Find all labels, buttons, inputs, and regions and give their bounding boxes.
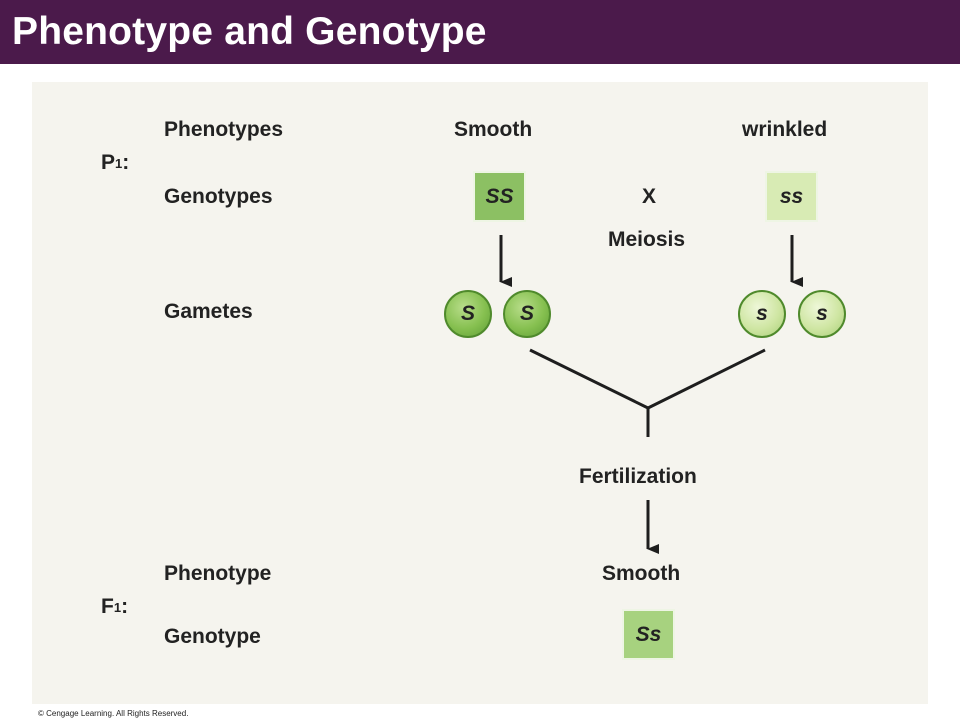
- genotype-ss-recessive-box: ss: [765, 171, 818, 222]
- f1-colon: :: [121, 595, 129, 618]
- fertilization-label: Fertilization: [579, 465, 697, 488]
- gamete-recessive-1: s: [738, 290, 786, 338]
- fertilization-line-right: [647, 348, 766, 410]
- copyright-notice: © Cengage Learning. All Rights Reserved.: [38, 709, 189, 718]
- title-bar: Phenotype and Genotype: [0, 0, 960, 64]
- genotypes-label: Genotypes: [164, 185, 273, 208]
- f1-subscript: 1: [113, 599, 122, 615]
- f1-genotype-label: Genotype: [164, 625, 261, 648]
- gamete-dominant-2: S: [503, 290, 551, 338]
- genotype-ss-dominant-box: SS: [473, 171, 526, 222]
- f1-letter: F: [101, 595, 114, 618]
- p1-phenotype-smooth: Smooth: [454, 118, 533, 141]
- slide-title: Phenotype and Genotype: [12, 10, 487, 53]
- p1-letter: P: [101, 151, 116, 174]
- gamete-recessive-2: s: [798, 290, 846, 338]
- p1-colon: :: [122, 151, 130, 174]
- gamete-dominant-1: S: [444, 290, 492, 338]
- cross-symbol: X: [642, 185, 657, 208]
- gametes-label: Gametes: [164, 300, 253, 323]
- genotype-ss-hybrid-box: Ss: [622, 609, 675, 660]
- f1-phenotype-smooth: Smooth: [602, 562, 681, 585]
- f1-phenotype-label: Phenotype: [164, 562, 272, 585]
- p1-subscript: 1: [115, 155, 123, 171]
- p1-phenotype-wrinkled: wrinkled: [742, 118, 828, 141]
- fertilization-line-left: [529, 348, 649, 410]
- phenotypes-label: Phenotypes: [164, 118, 284, 141]
- meiosis-label: Meiosis: [608, 228, 686, 251]
